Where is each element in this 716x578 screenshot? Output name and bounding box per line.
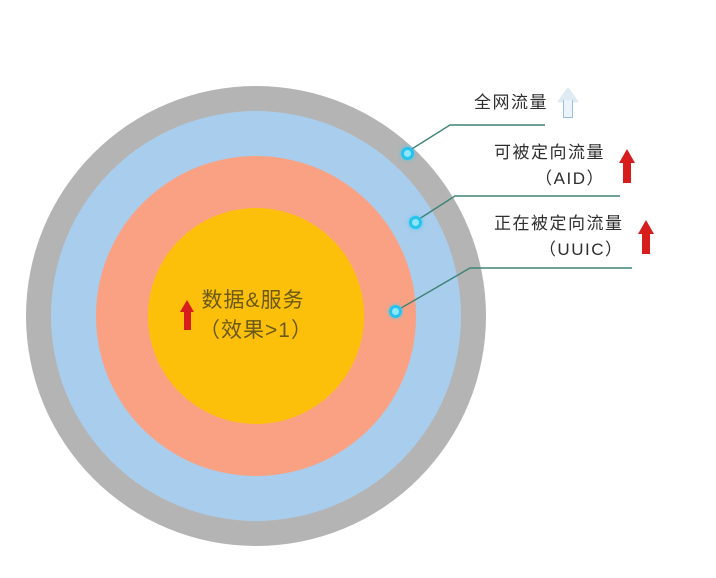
core-up-arrow-icon xyxy=(180,300,194,330)
label-3-line1: 正在被定向流量 xyxy=(494,214,624,233)
red-up-arrow-icon-aid xyxy=(619,148,635,183)
label-2-line2: （AID） xyxy=(535,168,605,188)
ring-marker-blue[interactable] xyxy=(409,216,422,229)
ring-marker-outer[interactable] xyxy=(401,147,414,160)
label-being-targeted-traffic: 正在被定向流量 （UUIC） xyxy=(494,211,654,262)
red-up-arrow-icon-uuic xyxy=(637,219,654,254)
ring-marker-orange[interactable] xyxy=(389,305,402,318)
label-targetable-traffic: 可被定向流量 （AID） xyxy=(494,140,635,191)
label-all-network-traffic: 全网流量 xyxy=(474,88,578,118)
light-blue-up-arrow-icon xyxy=(558,88,578,118)
label-targetable-traffic-text: 可被定向流量 （AID） xyxy=(494,140,605,191)
label-3-line2: （UUIC） xyxy=(538,239,624,259)
label-all-network-traffic-text: 全网流量 xyxy=(474,90,548,116)
label-1-line1: 全网流量 xyxy=(474,93,548,113)
label-2-line1: 可被定向流量 xyxy=(494,143,605,162)
label-being-targeted-traffic-text: 正在被定向流量 （UUIC） xyxy=(494,211,624,262)
